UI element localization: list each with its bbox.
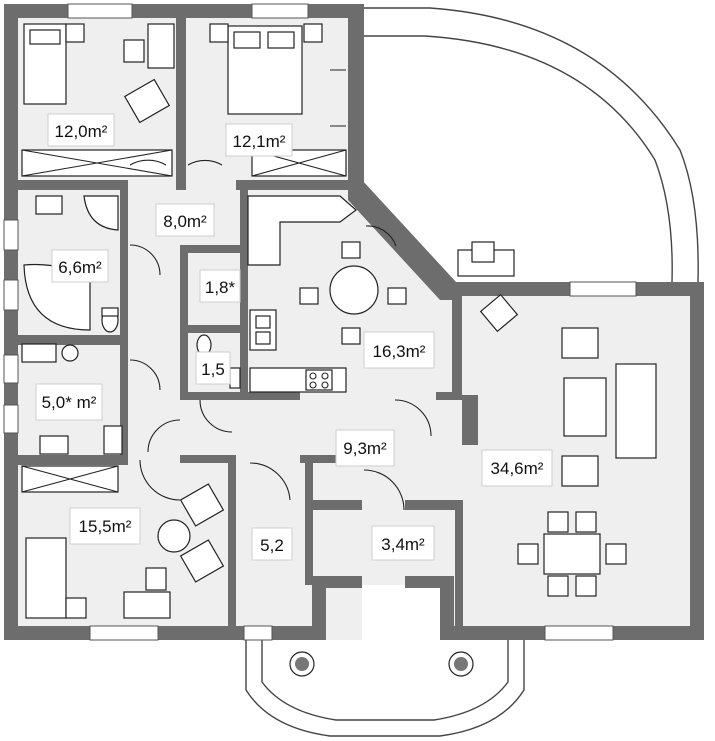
svg-text:3,4m²: 3,4m² xyxy=(381,535,425,554)
interior-walls xyxy=(12,10,478,630)
svg-text:1,5: 1,5 xyxy=(201,360,225,379)
svg-text:6,6m²: 6,6m² xyxy=(58,258,102,277)
bedroom-master-furniture xyxy=(209,23,347,177)
label-wardrobe: 5,2 xyxy=(251,527,293,561)
svg-text:15,5m²: 15,5m² xyxy=(79,517,132,536)
label-wc: 1,5 xyxy=(195,351,231,385)
bedroom-sw-furniture xyxy=(21,465,225,619)
label-bathroom: 6,6m² xyxy=(51,249,109,283)
bedroom-nw-furniture xyxy=(21,23,175,177)
label-vestibule: 3,4m² xyxy=(371,525,435,561)
label-living: 34,6m² xyxy=(481,449,553,487)
svg-text:5,0* m²: 5,0* m² xyxy=(42,393,97,412)
kitchen-fixtures xyxy=(247,195,407,393)
terrace-south xyxy=(245,640,525,737)
label-bedroom-nw: 12,0m² xyxy=(47,113,115,147)
terrace-ne xyxy=(362,7,699,283)
svg-text:16,3m²: 16,3m² xyxy=(373,342,426,361)
svg-text:9,3m²: 9,3m² xyxy=(343,439,387,458)
svg-text:8,0m²: 8,0m² xyxy=(163,212,207,231)
label-kitchen: 16,3m² xyxy=(363,331,435,369)
svg-text:1,8*: 1,8* xyxy=(205,278,236,297)
svg-text:12,1m²: 12,1m² xyxy=(233,132,286,151)
svg-text:12,0m²: 12,0m² xyxy=(55,122,108,141)
label-corridor: 9,3m² xyxy=(335,429,395,467)
label-hall-north: 8,0m² xyxy=(155,203,215,237)
label-storage: 1,8* xyxy=(199,269,241,303)
utility-fixtures xyxy=(21,343,123,455)
svg-text:34,6m²: 34,6m² xyxy=(491,459,544,478)
label-bedroom-sw: 15,5m² xyxy=(69,507,141,545)
label-utility: 5,0* m² xyxy=(35,383,103,421)
windows xyxy=(3,3,637,641)
label-bedroom-master: 12,1m² xyxy=(225,123,293,157)
room-labels: 12,0m² 12,1m² 8,0m² 6,6m² 1,8* 16,3m² 1,… xyxy=(35,113,553,561)
door-swings xyxy=(129,159,432,511)
living-furniture xyxy=(457,241,657,597)
svg-text:5,2: 5,2 xyxy=(260,536,284,555)
